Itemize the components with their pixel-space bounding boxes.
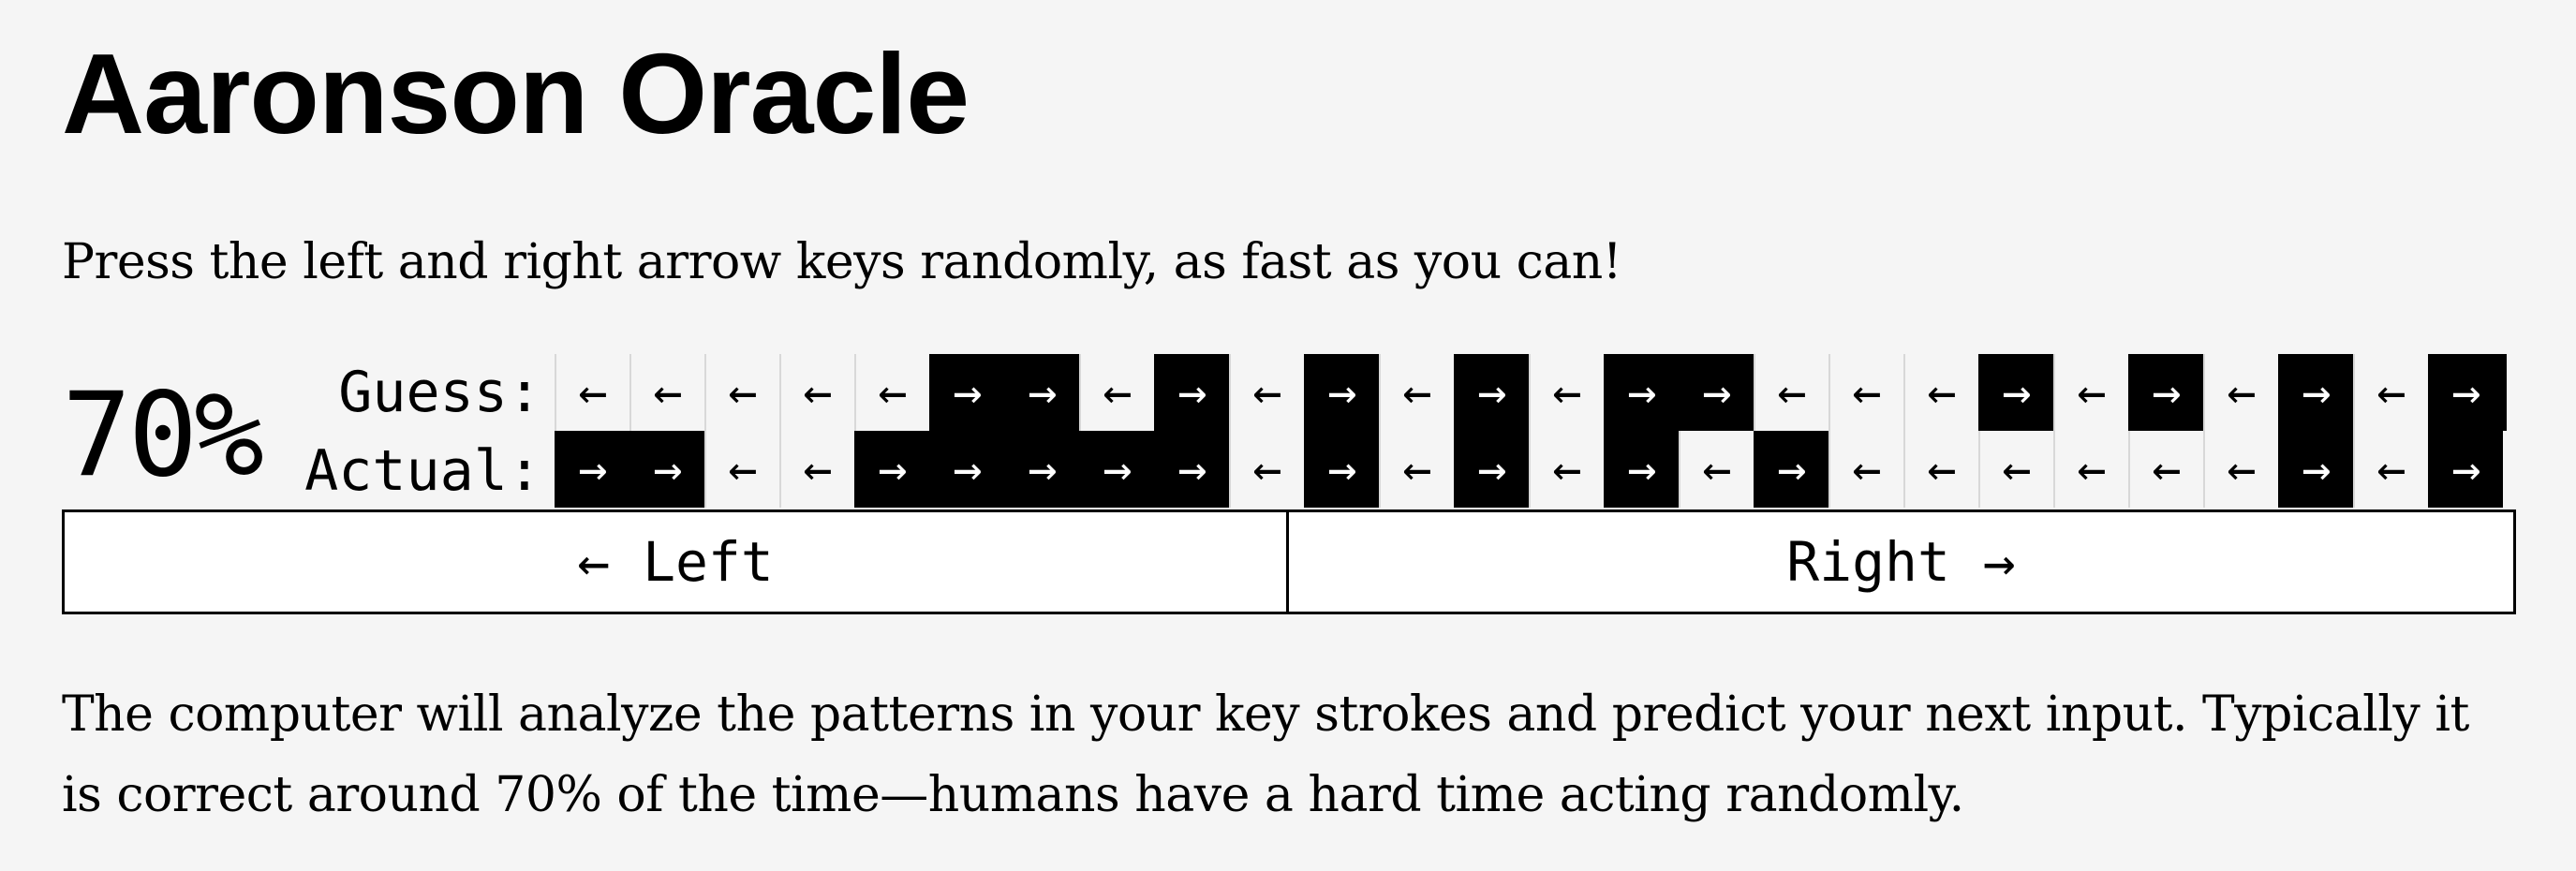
actual-cell-right-arrow-icon: → [1079,431,1154,508]
guess-cell-left-arrow-icon: ← [1754,354,1828,431]
actual-cell-left-arrow-icon: ← [1978,431,2053,508]
guess-cell-left-arrow-icon: ← [1828,354,1903,431]
right-button[interactable]: Right → [1289,509,2516,614]
guess-cell-right-arrow-icon: → [1679,354,1754,431]
actual-cell-left-arrow-icon: ← [1229,431,1304,508]
guess-cell-left-arrow-icon: ← [779,354,854,431]
guess-cell-left-arrow-icon: ← [1229,354,1304,431]
page-title: Aaronson Oracle [62,30,970,157]
actual-cell-right-arrow-icon: → [929,431,1004,508]
actual-cell-left-arrow-icon: ← [704,431,779,508]
left-button[interactable]: ← Left [62,509,1289,614]
actual-cell-left-arrow-icon: ← [2203,431,2278,508]
actual-cell-left-arrow-icon: ← [1529,431,1604,508]
actual-cell-right-arrow-icon: → [555,431,629,508]
guess-cell-right-arrow-icon: → [1154,354,1229,431]
actual-cell-right-arrow-icon: → [1304,431,1379,508]
guess-cell-left-arrow-icon: ← [555,354,629,431]
actual-cell-left-arrow-icon: ← [2053,431,2128,508]
actual-row-label: Actual: [304,438,541,504]
actual-cell-left-arrow-icon: ← [2353,431,2428,508]
actual-cell-left-arrow-icon: ← [1828,431,1903,508]
actual-cell-right-arrow-icon: → [1154,431,1229,508]
actual-row: →→←←→→→→→←→←→←→←→←←←←←←→←→ [555,431,2507,508]
actual-cell-right-arrow-icon: → [1604,431,1679,508]
actual-cell-right-arrow-icon: → [2278,431,2353,508]
guess-cell-right-arrow-icon: → [929,354,1004,431]
actual-cell-left-arrow-icon: ← [1379,431,1454,508]
guess-cell-left-arrow-icon: ← [1379,354,1454,431]
left-button-label: ← Left [577,530,774,594]
explanation-text: The computer will analyze the patterns i… [62,686,2469,823]
arrow-controls: ← Left Right → [62,509,2516,614]
guess-row-label: Guess: [338,360,541,425]
guess-cell-left-arrow-icon: ← [2053,354,2128,431]
guess-cell-right-arrow-icon: → [1004,354,1079,431]
actual-cell-left-arrow-icon: ← [2128,431,2203,508]
guess-cell-right-arrow-icon: → [1604,354,1679,431]
guess-cell-left-arrow-icon: ← [2353,354,2428,431]
actual-cell-right-arrow-icon: → [1004,431,1079,508]
pending-guess-cell [2503,354,2507,431]
guess-cell-left-arrow-icon: ← [2203,354,2278,431]
guess-cell-left-arrow-icon: ← [1529,354,1604,431]
guess-cell-left-arrow-icon: ← [1079,354,1154,431]
actual-cell-right-arrow-icon: → [1754,431,1828,508]
guess-cell-right-arrow-icon: → [1978,354,2053,431]
guess-cell-right-arrow-icon: → [2428,354,2503,431]
guess-cell-right-arrow-icon: → [1304,354,1379,431]
guess-row: ←←←←←→→←→←→←→←→→←←←→←→←→←→ [555,354,2507,431]
right-button-label: Right → [1786,530,2016,594]
guess-cell-left-arrow-icon: ← [704,354,779,431]
guess-cell-left-arrow-icon: ← [629,354,704,431]
accuracy-score: 70% [62,368,264,503]
guess-cell-right-arrow-icon: → [2128,354,2203,431]
actual-cell-left-arrow-icon: ← [1679,431,1754,508]
actual-cell-right-arrow-icon: → [629,431,704,508]
prediction-history: ←←←←←→→←→←→←→←→→←←←→←→←→←→ →→←←→→→→→←→←→… [555,354,2507,508]
actual-cell-left-arrow-icon: ← [779,431,854,508]
actual-cell-right-arrow-icon: → [854,431,929,508]
actual-cell-right-arrow-icon: → [1454,431,1529,508]
actual-cell-right-arrow-icon: → [2428,431,2503,508]
guess-cell-left-arrow-icon: ← [1903,354,1978,431]
guess-cell-right-arrow-icon: → [2278,354,2353,431]
actual-cell-left-arrow-icon: ← [1903,431,1978,508]
instructions-text: Press the left and right arrow keys rand… [62,234,1622,290]
guess-cell-right-arrow-icon: → [1454,354,1529,431]
guess-cell-left-arrow-icon: ← [854,354,929,431]
